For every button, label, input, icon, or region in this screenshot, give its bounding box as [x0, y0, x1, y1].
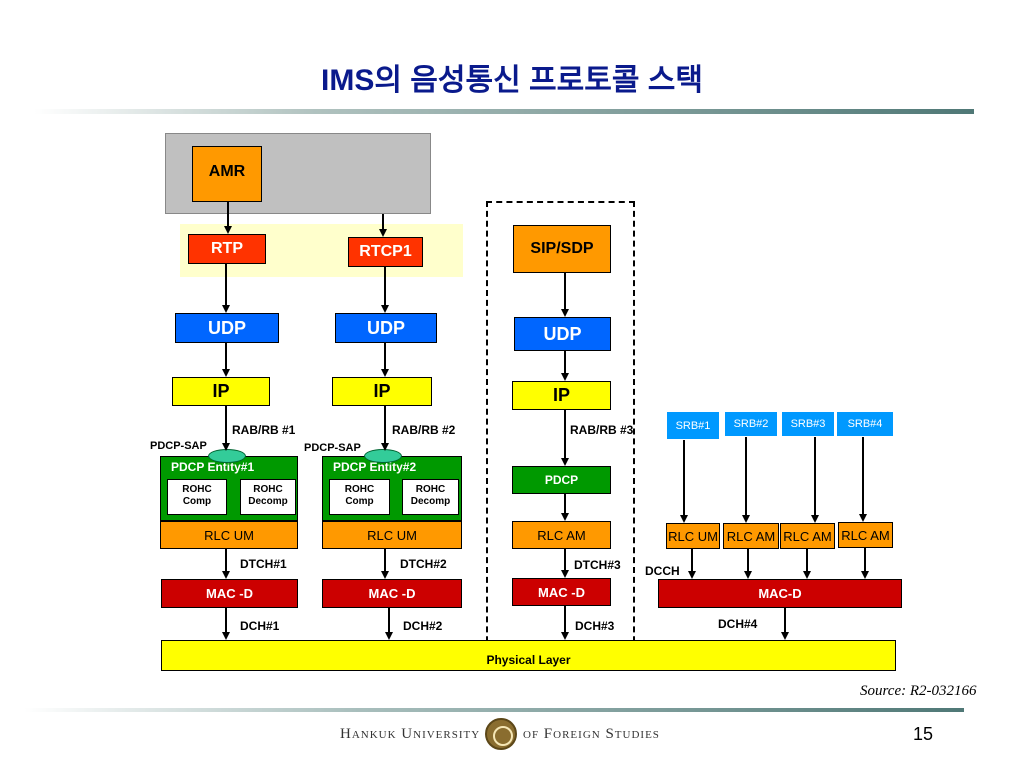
dtch-label-3: DTCH#3 [574, 558, 621, 572]
rlc-um-box-2: RLC UM [322, 521, 462, 549]
rlc-um-box-1: RLC UM [160, 521, 298, 549]
udp-box-2: UDP [335, 313, 437, 343]
rtcp-box: RTCP1 [348, 237, 423, 267]
rlc-box-4a: RLC UM [666, 523, 720, 549]
rlc-box-4b: RLC AM [723, 523, 779, 549]
udp-box-3: UDP [514, 317, 611, 351]
srb-box-4: SRB#4 [836, 411, 894, 437]
rab-label-3: RAB/RB #3 [570, 423, 634, 437]
dch-label-1: DCH#1 [240, 619, 280, 633]
dch-label-3: DCH#3 [575, 619, 615, 633]
title-divider [34, 109, 974, 114]
dcch-label: DCCH [645, 564, 680, 578]
rab-label-2: RAB/RB #2 [392, 423, 456, 437]
rlc-box-4d: RLC AM [838, 522, 893, 548]
mac-d-box-4: MAC-D [658, 579, 902, 608]
pdcp-box-3: PDCP [512, 466, 611, 494]
pdcp-entity-label-1: PDCP Entity#1 [171, 460, 255, 474]
source-citation: Source: R2-032166 [860, 683, 977, 699]
pdcp-sap-label-1: PDCP-SAP [150, 440, 207, 452]
rlc-box-4c: RLC AM [780, 523, 835, 549]
footer-divider [24, 708, 964, 712]
ip-box-3: IP [512, 381, 611, 410]
dch-label-4: DCH#4 [718, 617, 758, 631]
srb-box-2: SRB#2 [724, 411, 778, 437]
page-number: 15 [913, 724, 934, 744]
mac-d-box-2: MAC -D [322, 579, 462, 608]
srb-box-3: SRB#3 [781, 411, 835, 437]
dch-label-2: DCH#2 [403, 619, 443, 633]
footer-university-right: of Foreign Studies [523, 726, 660, 742]
sip-sdp-box: SIP/SDP [513, 225, 611, 273]
physical-layer-label: Physical Layer [486, 653, 571, 667]
amr-box: AMR [192, 146, 262, 202]
physical-layer-box: Physical Layer [161, 640, 896, 671]
rab-label-1: RAB/RB #1 [232, 423, 296, 437]
rlc-am-box-3: RLC AM [512, 521, 611, 549]
ip-box-1: IP [172, 377, 270, 406]
udp-box-1: UDP [175, 313, 279, 343]
pdcp-entity-label-2: PDCP Entity#2 [333, 460, 417, 474]
pdcp-sap-label-2: PDCP-SAP [304, 442, 361, 454]
dtch-label-2: DTCH#2 [400, 557, 447, 571]
srb-box-1: SRB#1 [666, 411, 720, 440]
ip-box-2: IP [332, 377, 432, 406]
university-logo [485, 718, 517, 750]
page-title: IMS의 음성통신 프로토콜 스택 [321, 64, 703, 97]
footer-university-left: Hankuk University [340, 726, 481, 742]
mac-d-box-1: MAC -D [161, 579, 298, 608]
dtch-label-1: DTCH#1 [240, 557, 287, 571]
mac-d-box-3: MAC -D [512, 578, 611, 606]
rtp-box: RTP [188, 234, 266, 264]
